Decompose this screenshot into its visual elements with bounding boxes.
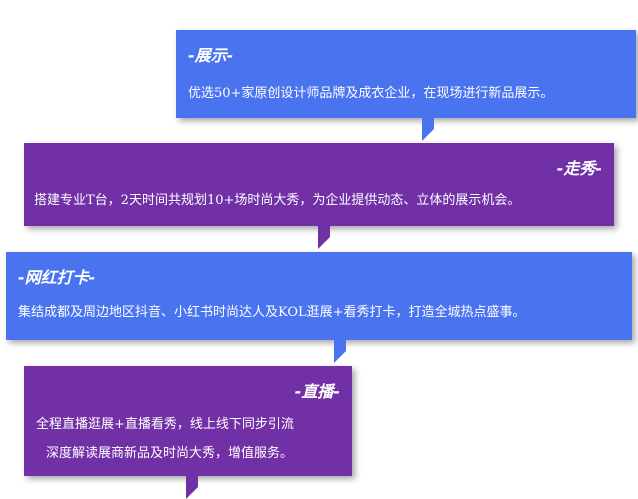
runway-callout-tail	[318, 226, 330, 249]
livestream-text-line-1: 全程直播逛展+直播看秀，线上线下同步引流	[36, 417, 294, 432]
livestream-card: -直播- 全程直播逛展+直播看秀，线上线下同步引流 深度解读展商新品及时尚大秀，…	[24, 366, 352, 476]
runway-title: -走秀-	[556, 159, 602, 178]
livestream-text-line-2: 深度解读展商新品及时尚大秀，增值服务。	[46, 446, 294, 461]
influencer-checkin-text: 集结成都及周边地区抖音、小红书时尚达人及KOL逛展+看秀打卡，打造全城热点盛事。	[18, 305, 526, 320]
showcase-card: -展示- 优选50+家原创设计师品牌及成衣企业，在现场进行新品展示。	[176, 30, 636, 118]
influencer-checkin-title: -网红打卡-	[18, 268, 96, 287]
livestream-callout-tail	[186, 476, 198, 499]
influencer-checkin-card: -网红打卡- 集结成都及周边地区抖音、小红书时尚达人及KOL逛展+看秀打卡，打造…	[6, 252, 632, 340]
runway-card: -走秀- 搭建专业T台，2天时间共规划10+场时尚大秀，为企业提供动态、立体的展…	[24, 143, 614, 226]
influencer-checkin-callout-tail	[334, 340, 346, 363]
livestream-title: -直播-	[294, 382, 340, 401]
showcase-title: -展示-	[188, 46, 234, 65]
runway-text: 搭建专业T台，2天时间共规划10+场时尚大秀，为企业提供动态、立体的展示机会。	[34, 193, 521, 208]
showcase-callout-tail	[422, 118, 434, 141]
showcase-text: 优选50+家原创设计师品牌及成衣企业，在现场进行新品展示。	[188, 86, 554, 101]
